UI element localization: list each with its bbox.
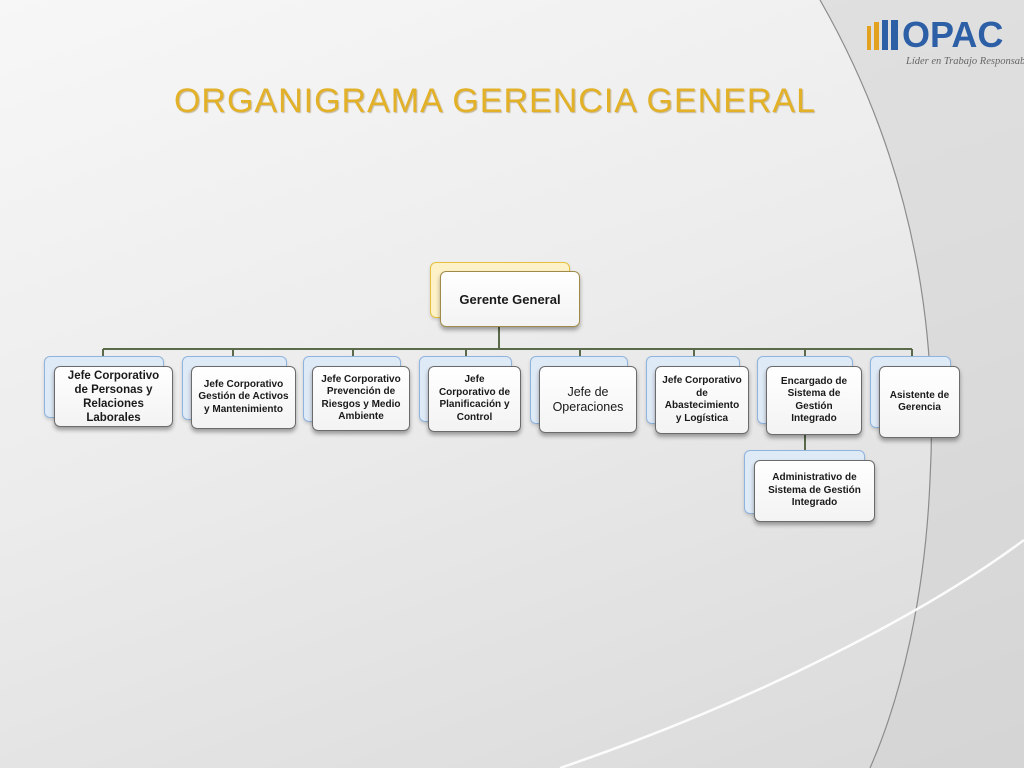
logo-bars-icon [867, 20, 898, 50]
node-label: Jefe de Operaciones [539, 366, 637, 433]
opac-logo: OPAC Líder en Trabajo Responsable [866, 14, 1024, 76]
node-activos: Jefe Corporativo Gestión de Activos y Ma… [182, 356, 297, 430]
node-gerente-general: Gerente General [430, 262, 580, 328]
logo-name: OPAC [902, 14, 1004, 55]
node-abastecimiento: Jefe Corporativo de Abastecimiento y Log… [646, 356, 750, 435]
node-riesgos: Jefe Corporativo Prevención de Riesgos y… [303, 356, 411, 432]
node-label: Jefe Corporativo de Abastecimiento y Log… [655, 366, 749, 434]
node-label: Jefe Corporativo Gestión de Activos y Ma… [191, 366, 296, 429]
node-personas: Jefe Corporativo de Personas y Relacione… [44, 356, 174, 428]
node-label: Asistente de Gerencia [879, 366, 960, 438]
node-label: Jefe Corporativo de Planificación y Cont… [428, 366, 521, 432]
node-label: Encargado de Sistema de Gestión Integrad… [766, 366, 862, 435]
page-title: ORGANIGRAMA GERENCIA GENERAL [173, 82, 817, 120]
node-operaciones: Jefe de Operaciones [530, 356, 638, 434]
logo-tagline: Líder en Trabajo Responsable [906, 56, 1024, 67]
node-administrativo-sgi: Administrativo de Sistema de Gestión Int… [744, 450, 875, 523]
node-label: Administrativo de Sistema de Gestión Int… [754, 460, 875, 522]
node-label: Jefe Corporativo de Personas y Relacione… [54, 366, 173, 427]
node-label: Jefe Corporativo Prevención de Riesgos y… [312, 366, 410, 431]
node-label: Gerente General [440, 271, 580, 327]
node-encargado-sgi: Encargado de Sistema de Gestión Integrad… [757, 356, 863, 436]
node-asistente: Asistente de Gerencia [870, 356, 961, 439]
node-planificacion: Jefe Corporativo de Planificación y Cont… [419, 356, 522, 433]
